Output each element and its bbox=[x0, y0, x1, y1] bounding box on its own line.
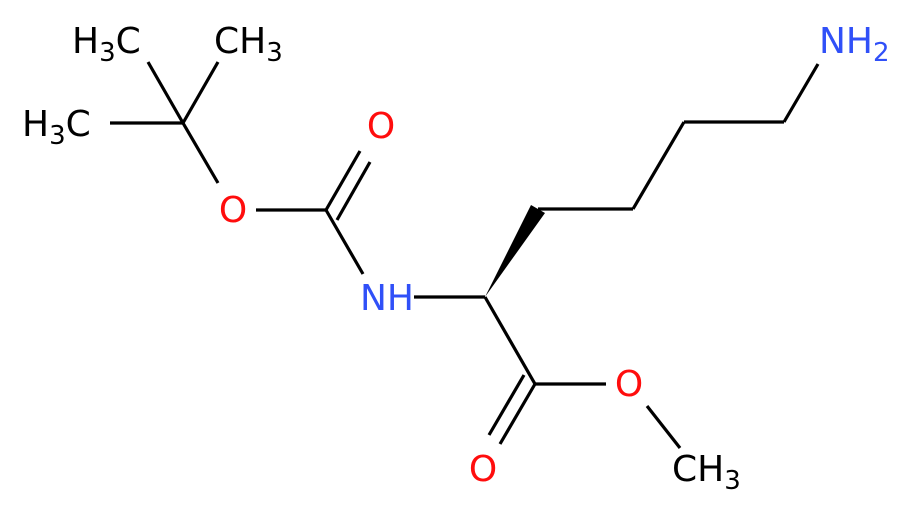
bond-ester-o-to-methyl bbox=[645, 405, 682, 449]
bond-boc-c-o-double-2 bbox=[335, 161, 372, 221]
label-o-ester: O bbox=[615, 364, 643, 405]
bond-tbu-to-methyl-top-right bbox=[181, 61, 220, 124]
bond-boc-c-to-nh bbox=[324, 209, 365, 275]
bond-tbu-to-ether-o bbox=[181, 122, 220, 184]
bond-chain-2 bbox=[631, 121, 686, 210]
label-o-carbonyl-boc: O bbox=[367, 106, 395, 147]
label-ch3-top: CH3 bbox=[214, 21, 283, 68]
label-o-carbonyl-ester: O bbox=[469, 449, 497, 490]
label-nh: NH bbox=[360, 278, 414, 319]
bond-boc-c-o-double-1 bbox=[324, 150, 362, 211]
label-nh2: NH2 bbox=[819, 21, 890, 68]
stereo-wedge-bond bbox=[485, 205, 545, 297]
label-o-ether-boc: O bbox=[219, 190, 247, 231]
bond-tbu-to-methyl-top-left bbox=[146, 61, 185, 124]
bond-alpha-to-ester-c bbox=[483, 296, 537, 385]
bond-chain-4 bbox=[782, 63, 820, 123]
label-ch3-ester: CH3 bbox=[672, 449, 741, 496]
bond-ester-c-o-double-1 bbox=[498, 383, 537, 445]
label-h3c-left: H3C bbox=[22, 104, 91, 151]
label-h3c-top: H3C bbox=[72, 21, 141, 68]
bond-ester-c-o-double-2 bbox=[487, 374, 526, 436]
